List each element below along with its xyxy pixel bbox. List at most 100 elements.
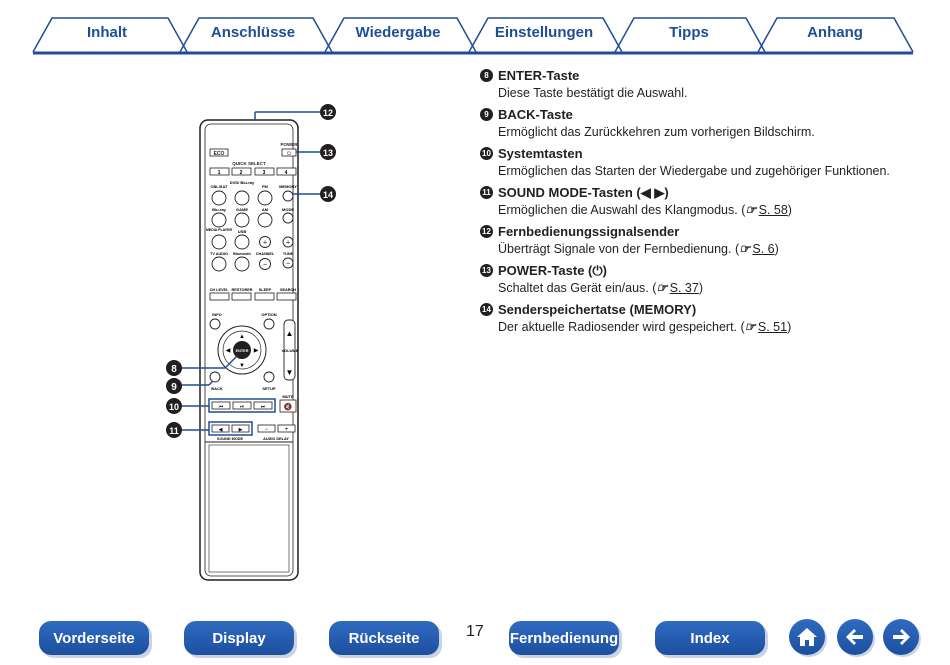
rear-panel-button[interactable]: Rückseite [329,621,439,655]
am-label: AM [262,207,269,212]
page-reference-link[interactable]: ☞S. 6 [739,242,775,256]
game-label: GAME [236,207,248,212]
svg-text:⏻: ⏻ [287,151,291,157]
svg-text:▼: ▼ [239,363,245,369]
remote-control-illustration: ECO POWER ⏻ QUICK SELECT 1 2 3 4 CBL/SAT… [166,104,336,581]
back-label: BACK [211,386,223,391]
callout-14: 14 [320,186,336,202]
tab-wiedergabe[interactable]: Wiedergabe [355,24,441,41]
svg-text:⏯: ⏯ [240,404,244,410]
usb-label: USB [238,229,247,234]
option-label: OPTION [261,312,276,317]
search-label: SEARCH [280,288,296,292]
page-reference-link[interactable]: ☞S. 58 [745,203,788,217]
tab-anschluesse[interactable]: Anschlüsse [210,24,296,41]
index-button[interactable]: Index [655,621,765,655]
item-desc: Ermöglicht das Zurückkehren zum vorherig… [498,125,815,139]
mute-label: MUTE [282,394,294,399]
item-desc: Der aktuelle Radiosender wird gespeicher… [498,320,738,334]
hand-pointer-icon: ☞ [656,281,668,295]
restorer-label: RESTORER [231,288,252,292]
next-page-button[interactable] [883,619,919,655]
item-number: 12 [480,225,493,238]
svg-text:▲: ▲ [286,329,294,338]
channel-label: CHANNEL [256,252,275,256]
item-desc: Überträgt Signale von der Fernbedienung. [498,242,732,256]
item-number: 14 [480,303,493,316]
tab-tipps[interactable]: Tipps [669,24,709,41]
enter-label: ENTER [236,349,249,353]
volume-label: VOLUME [281,348,298,353]
display-button[interactable]: Display [184,621,294,655]
callout-9: 9 [166,378,182,394]
item-title: ENTER-Taste [498,68,580,83]
remote-control-button[interactable]: Fernbedienung [509,621,619,655]
previous-page-button[interactable] [837,619,873,655]
svg-text:▼: ▼ [286,368,294,377]
hand-pointer-icon: ☞ [744,320,756,334]
svg-text:8: 8 [171,364,177,375]
ch-level-label: CH LEVEL [210,288,229,292]
svg-text:+: + [286,240,290,247]
svg-text:13: 13 [323,148,333,158]
hand-pointer-icon: ☞ [739,242,751,256]
item-title: BACK-Taste [498,107,573,122]
sound-mode-label: SOUND MODE [217,437,244,441]
svg-text:+: + [285,427,289,433]
callout-10: 10 [166,398,182,414]
qs-3: 3 [263,170,266,176]
item-title: SOUND MODE-Tasten (◀ ▶) [498,185,669,200]
quick-select-label: QUICK SELECT [232,161,266,166]
svg-text:⏭: ⏭ [261,404,266,410]
media-player-label: MEDIA PLAYER [206,228,232,232]
qs-4: 4 [285,170,288,176]
svg-text:▲: ▲ [239,334,245,340]
tune-label: TUNE [283,252,294,256]
callout-8: 8 [166,360,182,376]
qs-2: 2 [240,170,243,176]
bluray-label: Blu-ray [212,207,227,212]
page-reference-link[interactable]: ☞S. 51 [744,320,788,334]
cbl-sat-label: CBL/SAT [210,184,228,189]
fm-label: FM [262,184,268,189]
svg-text:⏮: ⏮ [219,404,224,410]
sleep-label: SLEEP [259,288,272,292]
tab-inhalt[interactable]: Inhalt [87,24,127,41]
callout-12: 12 [320,104,336,120]
svg-text:▶: ▶ [254,348,259,354]
front-panel-button[interactable]: Vorderseite [39,621,149,655]
info-label: INFO [212,312,222,317]
svg-text:+: + [263,240,267,247]
arrow-right-icon [893,629,910,645]
tab-einstellungen[interactable]: Einstellungen [494,24,594,41]
svg-text:◀: ◀ [226,348,231,354]
svg-text:−: − [263,262,267,269]
eco-label: ECO [214,151,225,157]
svg-text:−: − [286,261,290,268]
home-icon [797,628,817,646]
item-desc: Ermöglichen das Starten der Wiedergabe u… [498,164,890,178]
item-memory: 14 Senderspeichertatse (MEMORY) Der aktue… [480,301,940,336]
item-desc: Ermöglichen die Auswahl des Klangmodus. [498,203,738,217]
home-button[interactable] [789,619,825,655]
item-desc: Schaltet das Gerät ein/aus. [498,281,649,295]
svg-text:▶: ▶ [239,427,243,433]
svg-text:14: 14 [323,190,333,200]
item-title: POWER-Taste (⏻) [498,263,607,278]
item-number: 10 [480,147,493,160]
callout-11: 11 [166,422,182,438]
hand-pointer-icon: ☞ [745,203,757,217]
tab-anhang[interactable]: Anhang [807,24,863,41]
svg-text:11: 11 [169,426,179,436]
top-tab-bar: Inhalt Anschlüsse Wiedergabe Einstellung… [0,0,950,60]
item-power: 13 POWER-Taste (⏻) Schaltet das Gerät ein… [480,262,940,297]
item-number: 13 [480,264,493,277]
tv-audio-label: TV AUDIO [210,252,228,256]
item-title: Systemtasten [498,146,583,161]
svg-text:−: − [265,427,269,433]
svg-text:◀: ◀ [219,427,223,433]
item-title: Senderspeichertatse (MEMORY) [498,302,697,317]
page-reference-link[interactable]: ☞S. 37 [656,281,699,295]
